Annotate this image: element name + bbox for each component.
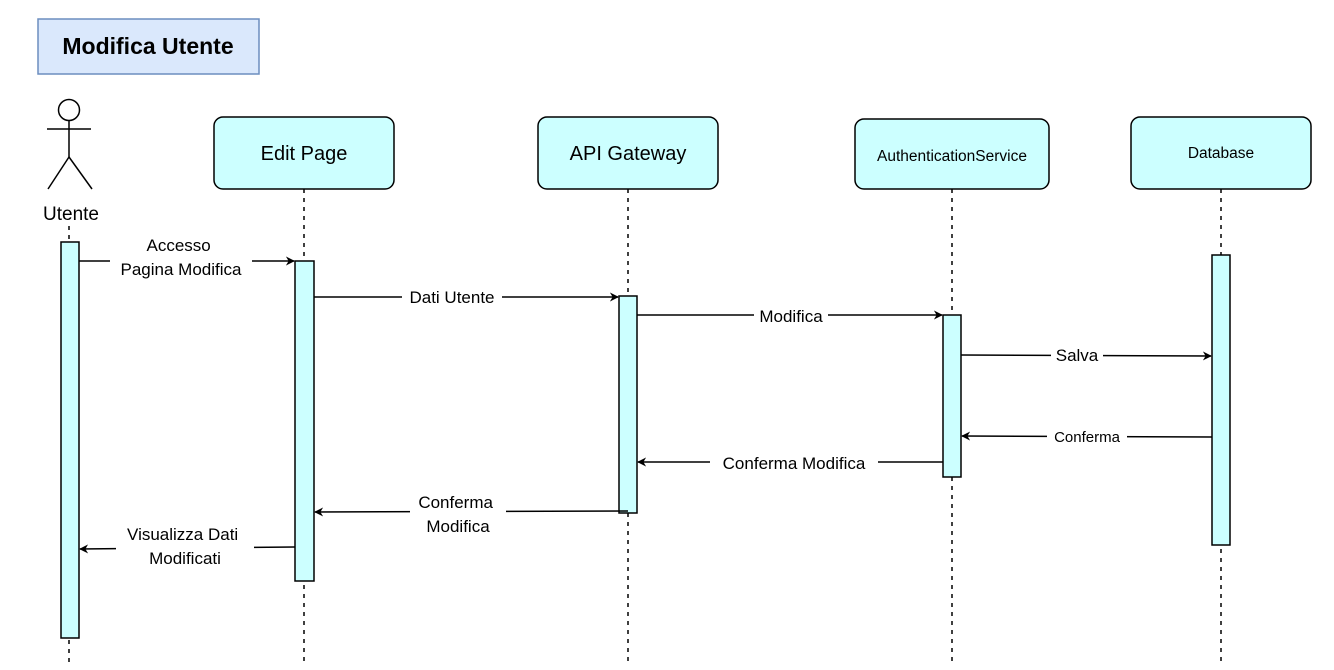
message-modifica: Modifica: [637, 305, 943, 326]
participant-api-gateway: API Gateway: [537, 116, 719, 190]
message-label: Dati Utente: [409, 288, 494, 307]
message-label-line: Conferma: [418, 493, 493, 512]
message-label: Visualizza Dati Modificati: [127, 525, 243, 568]
message-label-line: Accesso: [147, 236, 211, 255]
participant-edit-page: Edit Page: [213, 116, 395, 190]
participant-database: Database: [1130, 116, 1312, 190]
activation-database: [1211, 254, 1231, 546]
message-label: Accesso Pagina Modifica: [121, 236, 243, 279]
message-label-line: Modifica: [426, 517, 490, 536]
message-label-line: Modificati: [149, 549, 221, 568]
message-conferma: Conferma: [961, 428, 1213, 446]
message-conferma-modifica-edit: Conferma Modifica: [314, 491, 629, 537]
activation-edit-page: [294, 260, 315, 582]
message-label: Conferma: [1054, 429, 1121, 446]
message-label: Conferma Modifica: [723, 454, 866, 473]
message-label-line: Pagina Modifica: [121, 260, 243, 279]
actor-head: [57, 98, 81, 122]
actor-label: Utente: [43, 204, 99, 225]
message-label-line: Visualizza Dati: [127, 525, 238, 544]
activation-authentication-service: [942, 314, 962, 478]
message-label: Salva: [1056, 346, 1099, 365]
participant-label-api-gateway: API Gateway: [570, 143, 687, 165]
participant-label-authentication-service: AuthenticationService: [877, 148, 1027, 165]
diagram-title-text: Modifica Utente: [62, 33, 233, 59]
activation-api-gateway: [618, 295, 638, 514]
message-visualizza-dati-modificati: Visualizza Dati Modificati: [79, 522, 296, 570]
message-label: Conferma Modifica: [418, 493, 497, 536]
message-conferma-modifica: Conferma Modifica: [637, 452, 943, 473]
participant-label-edit-page: Edit Page: [261, 143, 348, 165]
participant-authentication-service: AuthenticationService: [854, 118, 1050, 190]
message-dati-utente: Dati Utente: [314, 287, 619, 307]
message-salva: Salva: [960, 345, 1212, 365]
activation-utente: [60, 241, 80, 639]
message-accesso-pagina-modifica: Accesso Pagina Modifica: [79, 236, 295, 280]
diagram-title: Modifica Utente: [37, 18, 260, 75]
participant-label-database: Database: [1188, 145, 1254, 162]
message-label: Modifica: [759, 307, 823, 326]
actor-utente: Utente: [43, 98, 99, 225]
